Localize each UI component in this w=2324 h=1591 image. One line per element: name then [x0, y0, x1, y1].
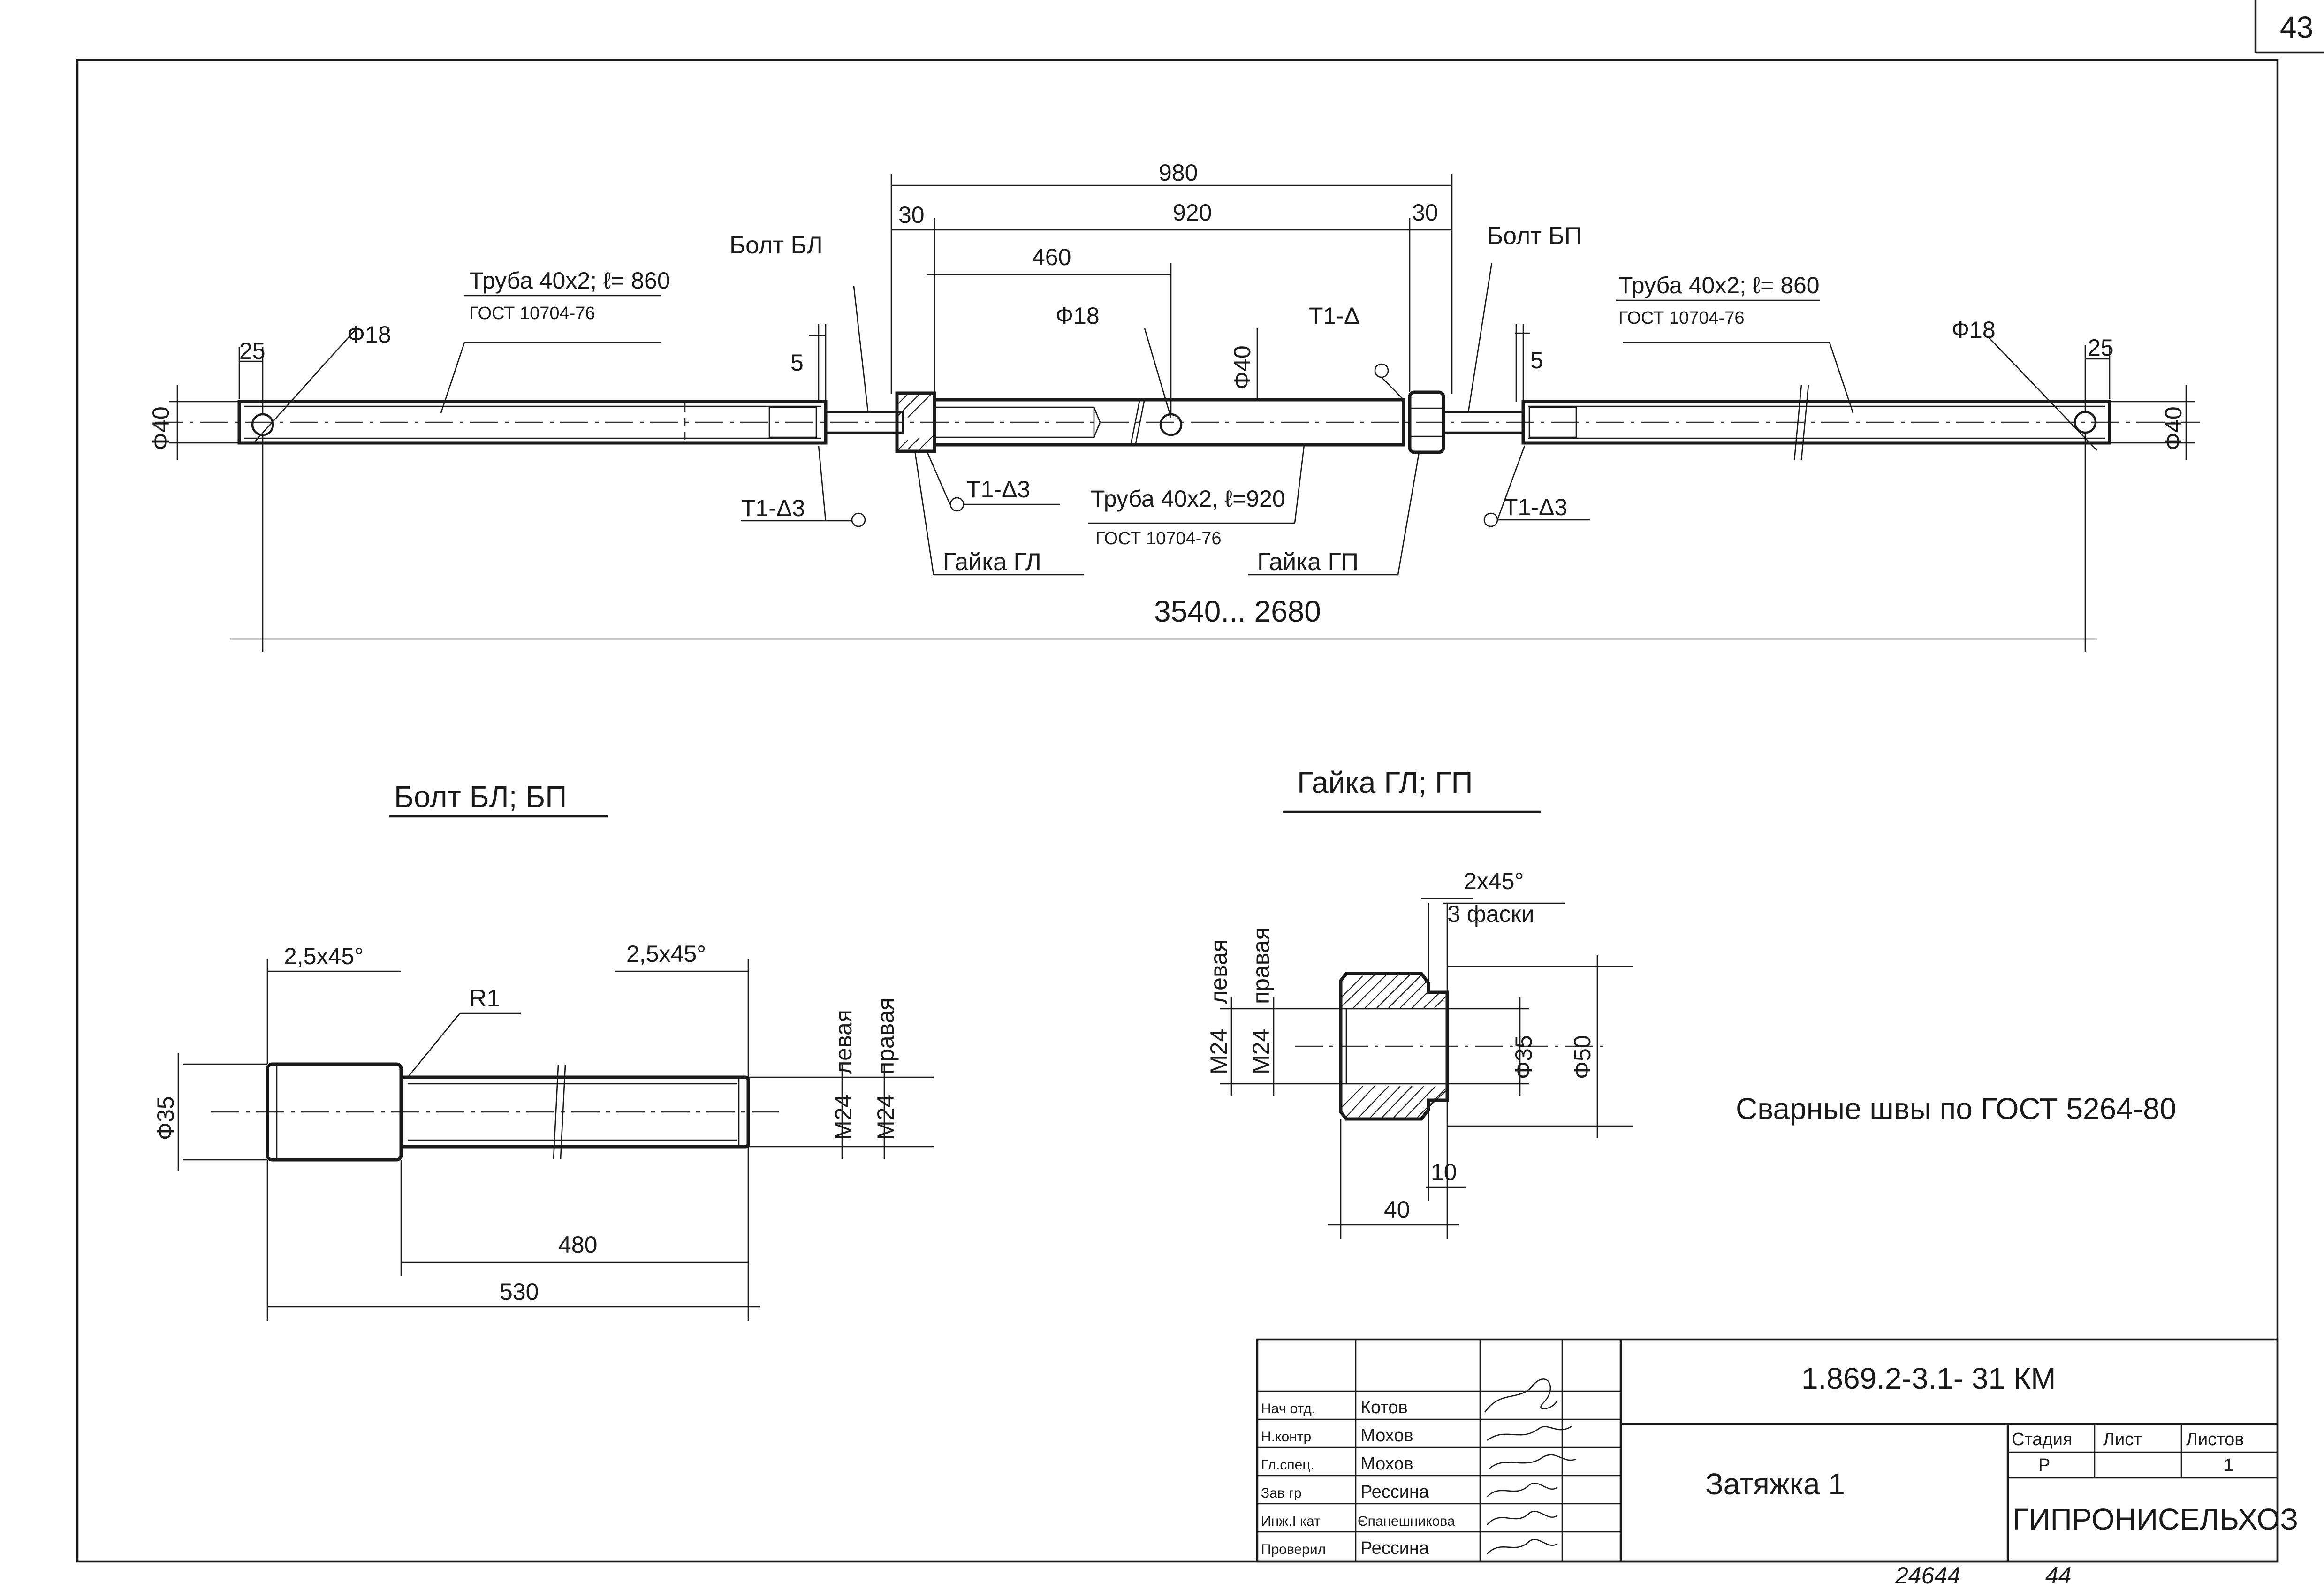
dim-phi40-right: Ф40	[2160, 406, 2187, 450]
pipe-middle-spec: Труба 40х2, ℓ=920	[1091, 486, 1285, 512]
assembly-dimensions	[169, 174, 2195, 652]
dim-460: 460	[1032, 244, 1071, 270]
nut-chamfer-note: 3 фаски	[1447, 901, 1534, 927]
role-row-3: Гл.спец.	[1261, 1457, 1314, 1473]
stage-header: Стадия	[2012, 1430, 2073, 1449]
bolt-title: Болт БЛ; БП	[394, 780, 567, 814]
bolt-chamfer-right: 2,5х45°	[626, 941, 706, 967]
drawing-name: Затяжка 1	[1705, 1467, 1845, 1501]
organization: ГИПРОНИСЕЛЬХОЗ	[2013, 1502, 2298, 1536]
name-row-1: Котов	[1360, 1398, 1408, 1417]
role-row-1: Нач отд.	[1261, 1401, 1315, 1416]
stage-value: Р	[2038, 1455, 2050, 1475]
signatures	[1484, 1378, 1577, 1554]
role-row-6: Проверил	[1261, 1542, 1326, 1557]
name-row-2: Мохов	[1360, 1426, 1413, 1446]
sheet-number: 43	[2280, 10, 2313, 44]
dim-5-right: 5	[1530, 347, 1543, 373]
page-number: 44	[2045, 1562, 2072, 1589]
dim-980: 980	[1159, 160, 1198, 186]
dim-920: 920	[1173, 199, 1212, 226]
bolt-thread-left-label: левая	[830, 1010, 857, 1074]
bolt-left	[824, 411, 904, 434]
dim-total-length: 3540... 2680	[1154, 594, 1321, 628]
role-row-2: Н.контр	[1261, 1429, 1311, 1445]
bolt-len-530: 530	[500, 1279, 539, 1305]
pipe-left-spec: Труба 40х2; ℓ= 860	[469, 267, 670, 294]
bolt-detail: Болт БЛ; БП 2,5х45° 2,5х45°	[152, 780, 934, 1321]
bolt-left-label: Болт БЛ	[729, 232, 823, 259]
assembly-view	[155, 363, 2200, 527]
role-row-4: Зав гр	[1261, 1485, 1302, 1501]
bolt-thread-left-size: М24	[830, 1095, 857, 1140]
pipe-left-gost: ГОСТ 10704-76	[469, 304, 595, 323]
sheet-header: Лист	[2103, 1430, 2142, 1449]
nut-left-label: Гайка ГЛ	[943, 548, 1041, 576]
weld-note: Сварные швы по ГОСТ 5264-80	[1736, 1092, 2176, 1126]
doc-code: 1.869.2-3.1- 31 КМ	[1801, 1362, 2056, 1395]
name-row-4: Рессина	[1360, 1482, 1429, 1502]
dim-phi18-mid: Ф18	[1056, 303, 1100, 329]
dim-phi40-left: Ф40	[148, 406, 174, 450]
dim-5-left: 5	[790, 350, 804, 376]
sheet-frame: 43	[76, 0, 2324, 1563]
weld-t1-d3-left: Т1-Δ3	[741, 495, 805, 521]
dim-phi18-left: Ф18	[347, 321, 391, 348]
name-row-6: Рессина	[1360, 1538, 1429, 1558]
nut-thread-right-label: правая	[1248, 927, 1274, 1004]
dim-phi18-right: Ф18	[1952, 317, 1996, 343]
hole-left	[251, 413, 274, 436]
name-row-5: Єпанешникова	[1358, 1514, 1455, 1529]
bolt-chamfer-left: 2,5х45°	[284, 943, 364, 969]
nut-len-40: 40	[1384, 1196, 1410, 1223]
weld-t1-d3-mid: Т1-Δ3	[966, 476, 1030, 502]
pipe-right-spec: Труба 40х2; ℓ= 860	[1618, 272, 1820, 298]
name-row-3: Мохов	[1360, 1454, 1413, 1474]
sheets-header: Листов	[2186, 1430, 2244, 1449]
role-row-5: Инж.I кат	[1261, 1514, 1321, 1529]
nut-chamfer: 2х45°	[1464, 868, 1524, 894]
bolt-shank	[399, 1075, 750, 1149]
nut-thread-right-size: М24	[1248, 1029, 1274, 1074]
pipe-right-gost: ГОСТ 10704-76	[1618, 308, 1745, 328]
weld-t1-d: Т1-Δ	[1309, 303, 1359, 329]
weld-t1-d3-right: Т1-Δ3	[1504, 494, 1567, 520]
bolt-diameter: Ф35	[152, 1096, 179, 1140]
nut-detail: Гайка ГЛ; ГП	[1206, 766, 1633, 1239]
hole-middle	[1159, 413, 1183, 436]
pipe-right	[1521, 400, 2111, 445]
nut-d35: Ф35	[1511, 1035, 1537, 1079]
bolt-thread-right-size: М24	[873, 1095, 899, 1140]
nut-len-10: 10	[1431, 1159, 1457, 1185]
archive-number: 24644	[1895, 1562, 1960, 1589]
nut-thread-left-size: М24	[1206, 1029, 1232, 1074]
sheets-count: 1	[2224, 1455, 2233, 1475]
dim-25-right: 25	[2088, 335, 2114, 361]
bolt-len-480: 480	[558, 1232, 597, 1258]
dim-25-left: 25	[239, 338, 266, 364]
bolt-radius: R1	[469, 985, 500, 1012]
dim-phi40-mid: Ф40	[1229, 345, 1255, 389]
dim-30-left: 30	[898, 202, 925, 228]
nut-title: Гайка ГЛ; ГП	[1297, 766, 1473, 799]
bolt-thread-right-label: правая	[873, 997, 899, 1074]
nut-thread-left-label: левая	[1206, 939, 1232, 1004]
bolt-right-label: Болт БП	[1487, 222, 1582, 250]
pipe-middle-gost: ГОСТ 10704-76	[1095, 529, 1222, 548]
dim-30-right: 30	[1412, 199, 1438, 226]
nut-right-label: Гайка ГП	[1257, 548, 1359, 576]
nut-d50: Ф50	[1569, 1035, 1595, 1079]
title-block: 1.869.2-3.1- 31 КМ Затяжка 1 ГИПРОНИСЕЛЬ…	[1256, 1338, 2298, 1563]
assembly-labels: 980 920 30 30 460 25 25 5 5 3540... 2680…	[148, 160, 2187, 628]
